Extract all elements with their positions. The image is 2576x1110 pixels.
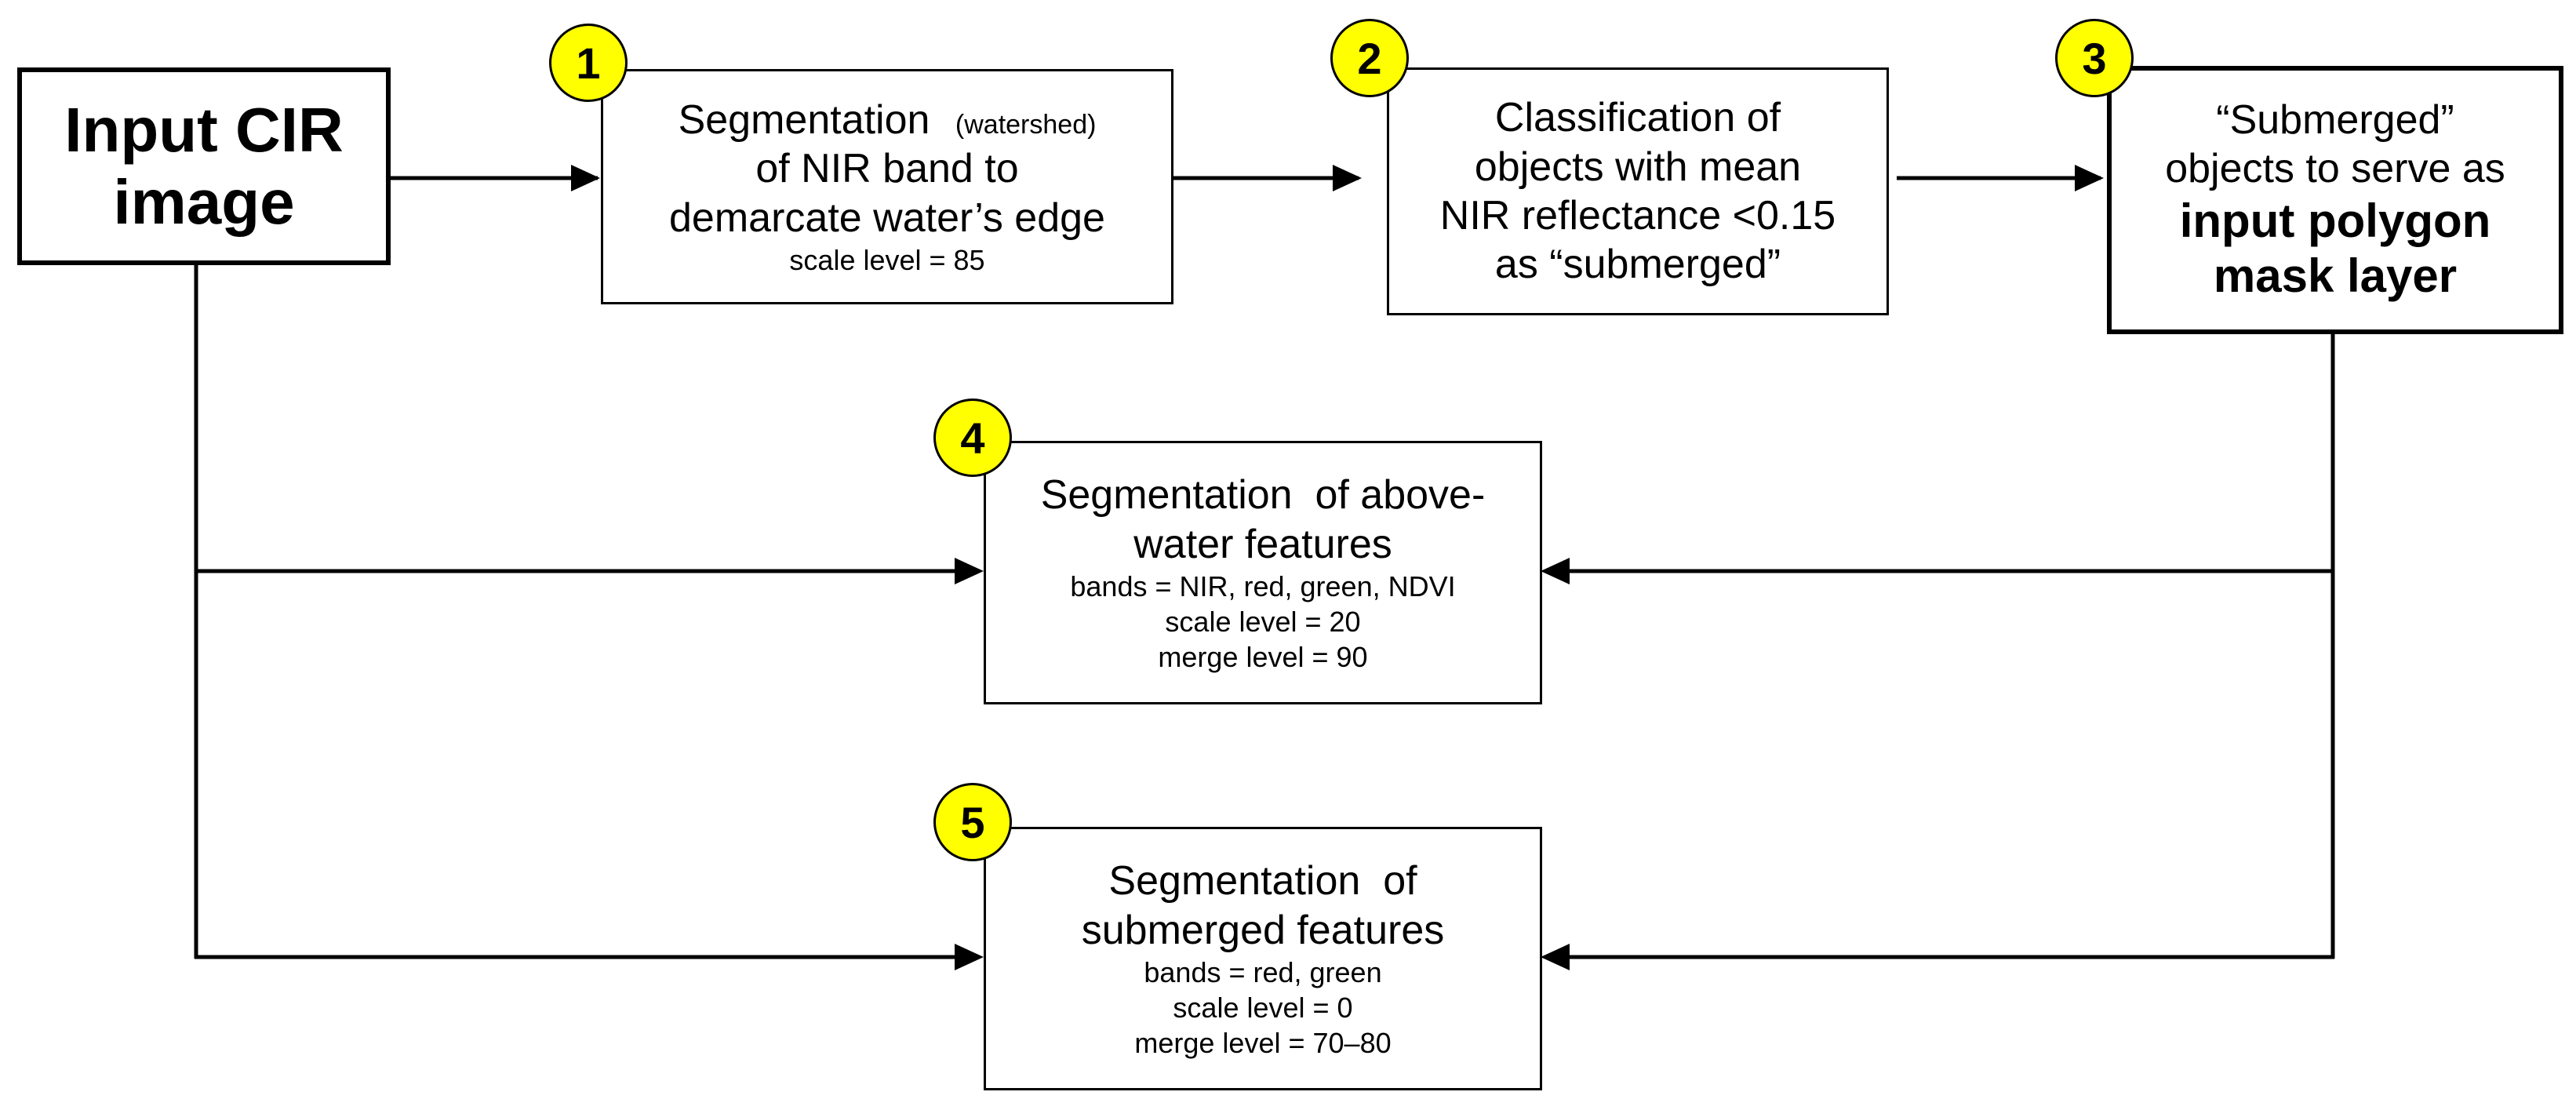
step1-number-badge: 1 xyxy=(549,24,628,102)
step3-number-badge: 3 xyxy=(2055,19,2134,97)
arrowhead-input-step5 xyxy=(955,944,984,970)
step5-line1: Segmentation of xyxy=(1108,858,1417,904)
arrowhead-step2 xyxy=(1333,165,1362,191)
step3-line4: mask layer xyxy=(2213,249,2458,303)
step3-line1: “Submerged” xyxy=(2216,96,2454,143)
step2-line3: NIR reflectance <0.15 xyxy=(1439,193,1836,238)
step5-line5: merge level = 70–80 xyxy=(1134,1026,1392,1059)
step5-line3: bands = red, green xyxy=(1144,955,1382,988)
step1-line3: demarcate water’s edge xyxy=(669,195,1105,241)
step5-line2: submerged features xyxy=(1081,907,1445,953)
step2-line1: Classification of xyxy=(1494,95,1781,141)
step4-line1: Segmentation of above- xyxy=(1040,472,1486,519)
step3-box: “Submerged” objects to serve as input po… xyxy=(2107,66,2563,334)
step2-box: Classification of objects with mean NIR … xyxy=(1387,67,1889,315)
step4-number-badge: 4 xyxy=(933,399,1012,477)
input-cir-box: Input CIR image xyxy=(17,67,391,265)
input-cir-line1: Input CIR xyxy=(64,95,344,165)
step4-box: Segmentation of above- water features ba… xyxy=(984,441,1542,704)
step3-line2: objects to serve as xyxy=(2165,146,2505,192)
arrowhead-mask-step4 xyxy=(1541,558,1570,584)
step2-number-badge: 2 xyxy=(1330,19,1409,97)
step1-line2: of NIR band to xyxy=(755,146,1019,192)
step2-line4: as “submerged” xyxy=(1494,242,1781,288)
arrowhead-mask-step5 xyxy=(1541,944,1570,970)
step4-line5: merge level = 90 xyxy=(1158,640,1368,673)
step5-line4: scale level = 0 xyxy=(1173,991,1353,1024)
step4-line3: bands = NIR, red, green, NDVI xyxy=(1070,570,1456,602)
step5-number-badge: 5 xyxy=(933,783,1012,861)
step1-line1-main: Segmentation xyxy=(678,96,930,143)
arrowhead-step3 xyxy=(2075,165,2104,191)
step1-line1: Segmentation (watershed) xyxy=(679,96,1097,144)
step5-box: Segmentation of submerged features bands… xyxy=(984,827,1542,1090)
arrowhead-input-step4 xyxy=(955,558,984,584)
input-cir-line2: image xyxy=(113,167,295,237)
step1-line1-small: (watershed) xyxy=(955,109,1097,140)
arrowhead-step1 xyxy=(571,165,600,191)
step4-line2: water features xyxy=(1133,521,1392,567)
step2-line2: objects with mean xyxy=(1474,144,1802,190)
step1-line4: scale level = 85 xyxy=(789,244,985,277)
step3-line3: input polygon xyxy=(2179,194,2491,247)
step1-box: Segmentation (watershed) of NIR band to … xyxy=(601,69,1173,304)
step4-line4: scale level = 20 xyxy=(1165,605,1361,638)
